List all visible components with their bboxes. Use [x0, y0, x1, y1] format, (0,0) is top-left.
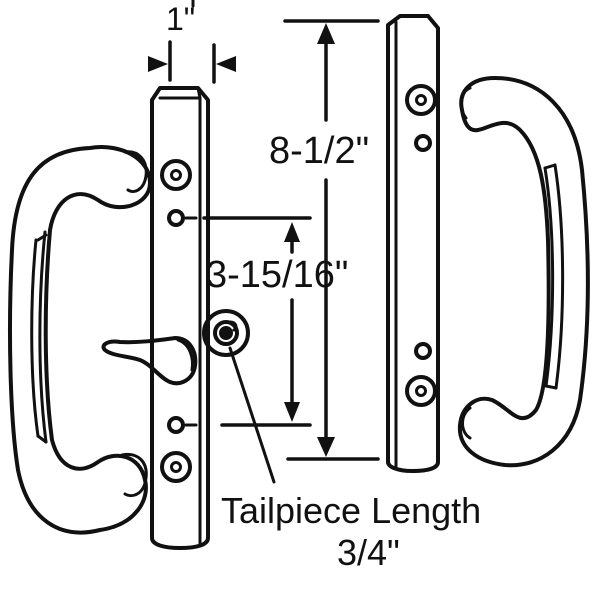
screw-hole-small-top-right: [414, 134, 432, 152]
plate-width-label: 1": [166, 1, 196, 37]
screw-hole-large-top: [160, 159, 192, 191]
hole-spacing-dimension: [184, 216, 312, 427]
tailpiece-label: Tailpiece Length: [221, 490, 482, 531]
screw-hole-small-bottom-right: [414, 342, 432, 360]
width-dimension: [148, 0, 236, 84]
right-mounting-plate: [386, 14, 440, 473]
length-dimension: [283, 19, 380, 461]
screw-hole-small-top: [167, 209, 185, 227]
plate-length-label: 8-1/2": [269, 130, 370, 172]
left-handle: [8, 145, 152, 535]
screw-hole-large-bottom: [160, 451, 192, 483]
hole-spacing-label: 3-15/16": [206, 254, 349, 296]
latch-lever: [101, 336, 198, 386]
tailpiece-value: 3/4": [337, 532, 400, 573]
tailpiece-hub: [202, 309, 250, 357]
tailpiece-leader-line: [228, 346, 276, 484]
screw-hole-large-bottom-right: [405, 375, 437, 407]
screw-hole-large-top-right: [405, 84, 437, 116]
left-mounting-plate: [150, 86, 210, 550]
screw-hole-small-bottom: [167, 416, 185, 434]
right-handle: [457, 76, 590, 468]
